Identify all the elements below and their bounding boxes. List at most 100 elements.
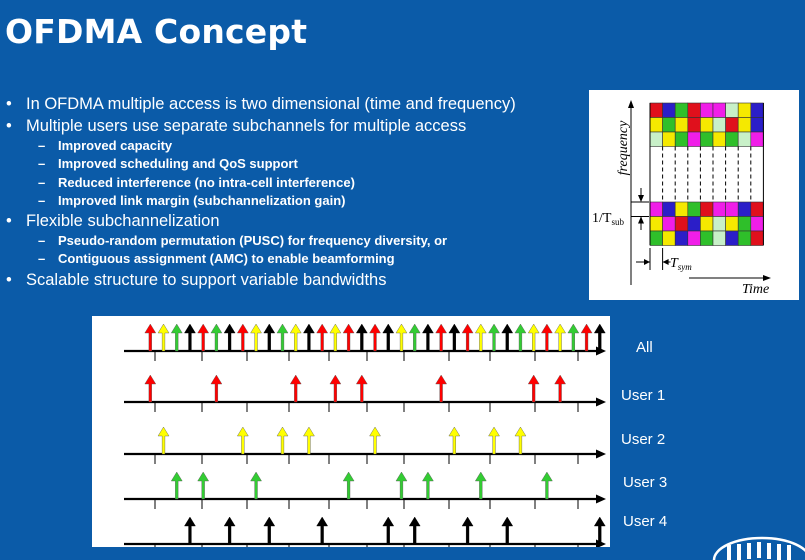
pilot-arrow-red: [527, 374, 540, 403]
pilot-arrow-green: [342, 471, 355, 500]
top-block-cell: [750, 102, 764, 118]
bottom-block-cell: [737, 230, 752, 246]
time-axis-label: Time: [742, 282, 769, 297]
pilot-arrow-green: [276, 323, 289, 352]
pilot-arrow-red: [541, 323, 553, 352]
pilot-arrow-green: [395, 471, 408, 500]
pilot-arrow-black: [316, 516, 329, 545]
pilot-arrow-red: [316, 323, 329, 352]
pilot-arrow-yellow: [303, 426, 315, 455]
bullet-text: Multiple users use separate subchannels …: [26, 117, 467, 135]
top-block-cell: [725, 131, 739, 147]
bullet-text: Improved link margin (subchannelization …: [58, 192, 346, 208]
bottom-block-cell: [712, 230, 726, 246]
bullet-item: •In OFDMA multiple access is two dimensi…: [6, 93, 596, 115]
pilot-arrow-black: [355, 323, 368, 352]
bullet-dash: –: [38, 192, 46, 208]
sub-bullet-item: –Improved capacity: [6, 137, 596, 155]
bottom-block-cell: [750, 201, 764, 217]
pilot-arrow-yellow: [448, 426, 461, 455]
pilot-arrow-green: [422, 471, 434, 500]
pilot-arrow-black: [382, 323, 395, 352]
pilot-arrow-red: [144, 323, 157, 352]
pilot-arrow-black: [223, 516, 236, 545]
pilot-arrow-yellow: [514, 426, 527, 455]
top-block-cell: [725, 117, 739, 133]
subcarrier-spacing-sub: sub: [611, 217, 624, 227]
pilot-arrows-figure: [92, 316, 610, 547]
bullet-text: Reduced interference (no intra-cell inte…: [58, 174, 355, 190]
pilot-arrow-yellow: [395, 323, 408, 352]
top-block-cell: [687, 102, 701, 118]
top-block-cell: [737, 102, 752, 118]
bottom-block-cell: [687, 230, 701, 246]
pilot-arrow-black: [223, 323, 236, 352]
pilot-arrow-green: [514, 323, 527, 352]
top-block-cell: [649, 117, 663, 133]
pilot-arrow-yellow: [474, 323, 487, 352]
pilot-arrow-black: [184, 323, 196, 352]
row-label: User 2: [621, 431, 666, 448]
pilot-arrow-green: [250, 471, 262, 500]
bottom-block-cell: [750, 216, 764, 232]
top-block-cell: [750, 117, 764, 133]
top-block-cell: [750, 131, 764, 147]
bottom-block-cell: [737, 216, 752, 232]
pilot-arrow-red: [355, 374, 368, 403]
bottom-block-cell: [700, 201, 714, 217]
bullet-dash: –: [38, 251, 46, 267]
sub-bullet-item: –Improved scheduling and QoS support: [6, 155, 596, 173]
intel-logo-icon: [712, 536, 805, 560]
pilot-arrow-green: [408, 323, 421, 352]
bottom-block-cell: [649, 201, 663, 217]
sub-bullet-item: –Pseudo-random permutation (PUSC) for fr…: [6, 232, 596, 250]
pilot-arrow-yellow: [289, 323, 302, 352]
top-block-cell: [674, 102, 689, 118]
top-block-cell: [737, 117, 752, 133]
bottom-block-cell: [649, 230, 663, 246]
bullet-text: Flexible subchannelization: [26, 212, 220, 231]
pilot-arrow-red: [554, 374, 566, 403]
bottom-block-cell: [674, 216, 689, 232]
pilot-arrow-green: [567, 323, 580, 352]
bottom-block-cell: [687, 216, 701, 232]
bullet-dot: •: [6, 270, 12, 289]
top-block-cell: [687, 131, 701, 147]
top-block-cell: [725, 102, 739, 118]
pilot-arrow-red: [197, 323, 210, 352]
bullet-list: •In OFDMA multiple access is two dimensi…: [6, 93, 596, 291]
top-block-cell: [662, 117, 676, 133]
top-block-cell: [700, 102, 714, 118]
pilot-arrow-red: [435, 374, 447, 403]
bottom-block-cell: [712, 216, 726, 232]
bottom-block-cell: [674, 201, 689, 217]
pilot-arrow-yellow: [157, 323, 170, 352]
pilot-arrow-red: [580, 323, 593, 352]
top-block-cell: [712, 117, 726, 133]
bullet-dash: –: [38, 156, 46, 172]
top-block-cell: [662, 102, 676, 118]
bottom-block-cell: [662, 216, 676, 232]
pilot-arrow-yellow: [157, 426, 170, 455]
pilot-arrow-green: [541, 471, 553, 500]
pilot-arrow-yellow: [554, 323, 566, 352]
bottom-block-cell: [662, 201, 676, 217]
top-block-cell: [674, 131, 689, 147]
top-block-cell: [674, 117, 689, 133]
bullet-dot: •: [6, 212, 12, 231]
pilot-arrow-yellow: [527, 323, 540, 352]
pilot-arrow-green: [474, 471, 487, 500]
row-label: User 4: [623, 513, 668, 530]
pilot-arrow-black: [422, 323, 434, 352]
bottom-block-cell: [737, 201, 752, 217]
pilot-arrow-green: [197, 471, 210, 500]
bullet-dash: –: [38, 174, 46, 190]
subcarrier-spacing-label: 1/Tsub: [592, 211, 624, 227]
top-block-cell: [712, 102, 726, 118]
pilot-arrow-red: [461, 323, 474, 352]
bullet-dot: •: [6, 117, 12, 135]
pilot-arrow-red: [342, 323, 355, 352]
bullet-dash: –: [38, 138, 46, 153]
